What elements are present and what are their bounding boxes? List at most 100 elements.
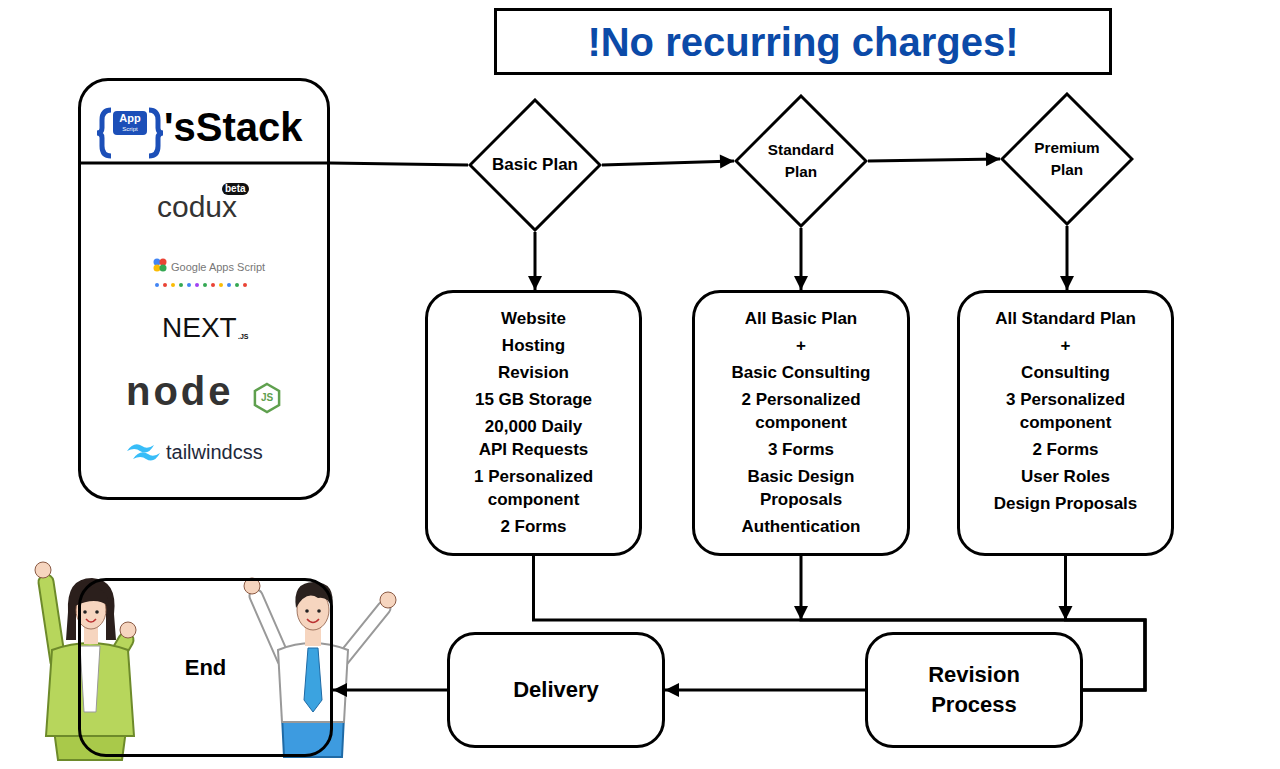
decision-diamond: Basic Plan: [468, 98, 602, 232]
eye: [83, 610, 87, 614]
connector: [602, 154, 734, 168]
title-text: !No recurring charges!: [587, 19, 1018, 65]
connector-line: [868, 159, 1000, 161]
smile: [307, 619, 319, 623]
fist: [380, 592, 396, 608]
jacket: [46, 643, 134, 736]
feature-item: 2 Forms: [1032, 438, 1098, 461]
end-box: End: [78, 578, 333, 757]
decision-diamond: Premium Plan: [1000, 92, 1134, 226]
smile: [86, 619, 96, 622]
dot: [195, 283, 199, 287]
feature-item: 3 Personalized component: [978, 388, 1153, 434]
diamond-label: Standard Plan: [751, 139, 851, 183]
feature-item: User Roles: [1021, 465, 1110, 488]
tech-logo-text: tailwindcss: [166, 440, 263, 464]
connector-line: [333, 689, 447, 692]
man-illustration: [244, 578, 396, 757]
dot: [203, 283, 207, 287]
feature-item: Website: [501, 307, 566, 330]
connector: [1059, 556, 1146, 690]
eye: [95, 610, 99, 614]
feature-item: +: [1061, 334, 1071, 357]
connector: [1060, 226, 1074, 290]
feature-item: All Standard Plan: [995, 307, 1136, 330]
connector-line: [1066, 556, 1146, 690]
feature-item: 15 GB Storage: [475, 388, 592, 411]
tech-logo-text: NEXT: [162, 312, 237, 344]
diamond-shape: [1002, 94, 1132, 224]
arrowhead: [333, 683, 347, 697]
dot: [219, 283, 223, 287]
feature-item: Basic Design Proposals: [714, 465, 889, 511]
eye: [317, 609, 321, 613]
gas-dots: [155, 283, 247, 287]
connector: [534, 556, 1146, 690]
arrowhead: [665, 683, 679, 697]
tailwind-icon: [133, 452, 160, 460]
decision-diamond: Standard Plan: [734, 94, 868, 228]
connector: [333, 683, 447, 697]
title-box: !No recurring charges!: [494, 8, 1112, 75]
dot: [227, 283, 231, 287]
tailwind-icon: [127, 444, 154, 452]
feature-item: 3 Forms: [768, 438, 834, 461]
arrowhead: [1059, 606, 1073, 620]
connector: [794, 228, 808, 290]
tech-logo-text: JS: [256, 392, 278, 404]
box-label: End: [185, 653, 227, 683]
plan-box: WebsiteHostingRevision15 GB Storage20,00…: [425, 290, 642, 556]
diamond-label: Premium Plan: [1017, 137, 1117, 181]
tech-logo-text: Google Apps Script: [171, 261, 265, 274]
eye: [305, 609, 309, 613]
gas-icon: [160, 259, 167, 266]
stack-box: AppScript'sStackcoduxbetaGoogle Apps Scr…: [78, 78, 330, 500]
connector-line: [665, 689, 865, 692]
diamond-label: Basic Plan: [492, 154, 578, 176]
brace-icon: [97, 110, 111, 156]
logo-badge: [113, 111, 147, 135]
tech-logo-text: .JS: [238, 333, 249, 341]
dot: [155, 283, 159, 287]
box-label: Delivery: [513, 675, 599, 705]
connector: [665, 683, 865, 697]
arrowhead: [528, 276, 542, 290]
plan-box: All Standard Plan + Consulting 3 Personaliz…: [957, 290, 1174, 556]
dot: [163, 283, 167, 287]
gas-icon: [154, 265, 161, 272]
logo-text: Script: [113, 125, 147, 133]
feature-item: Consulting: [1021, 361, 1110, 384]
tech-logo-text: codux: [157, 190, 237, 224]
shirt: [80, 646, 100, 712]
dot: [211, 283, 215, 287]
dot: [235, 283, 239, 287]
dot: [171, 283, 175, 287]
diamond-outline: [1000, 92, 1134, 226]
gas-icon: [160, 265, 167, 272]
fist: [120, 622, 136, 638]
box-label: Revision Process: [894, 660, 1054, 720]
feature-item: Design Proposals: [994, 492, 1138, 515]
diamond-shape: [736, 96, 866, 226]
feature-item: Hosting: [502, 334, 565, 357]
fist: [35, 562, 51, 578]
arrowhead: [720, 154, 734, 168]
process-box: Revision Process: [865, 632, 1083, 748]
connector-line: [534, 556, 1146, 690]
arrowhead: [794, 276, 808, 290]
brand-name: 'sStack: [164, 104, 303, 150]
feature-item: 2 Personalized component: [714, 388, 889, 434]
dot: [243, 283, 247, 287]
arrowhead: [986, 152, 1000, 166]
feature-item: +: [796, 334, 806, 357]
connector: [330, 163, 468, 165]
connector: [868, 152, 1000, 166]
dot: [187, 283, 191, 287]
feature-item: 2 Forms: [500, 515, 566, 538]
diamond-outline: [734, 94, 868, 228]
feature-item: 1 Personalized component: [471, 465, 596, 511]
logo-text: App: [113, 112, 147, 124]
hexagon-icon: [255, 384, 279, 412]
feature-item: All Basic Plan: [745, 307, 857, 330]
